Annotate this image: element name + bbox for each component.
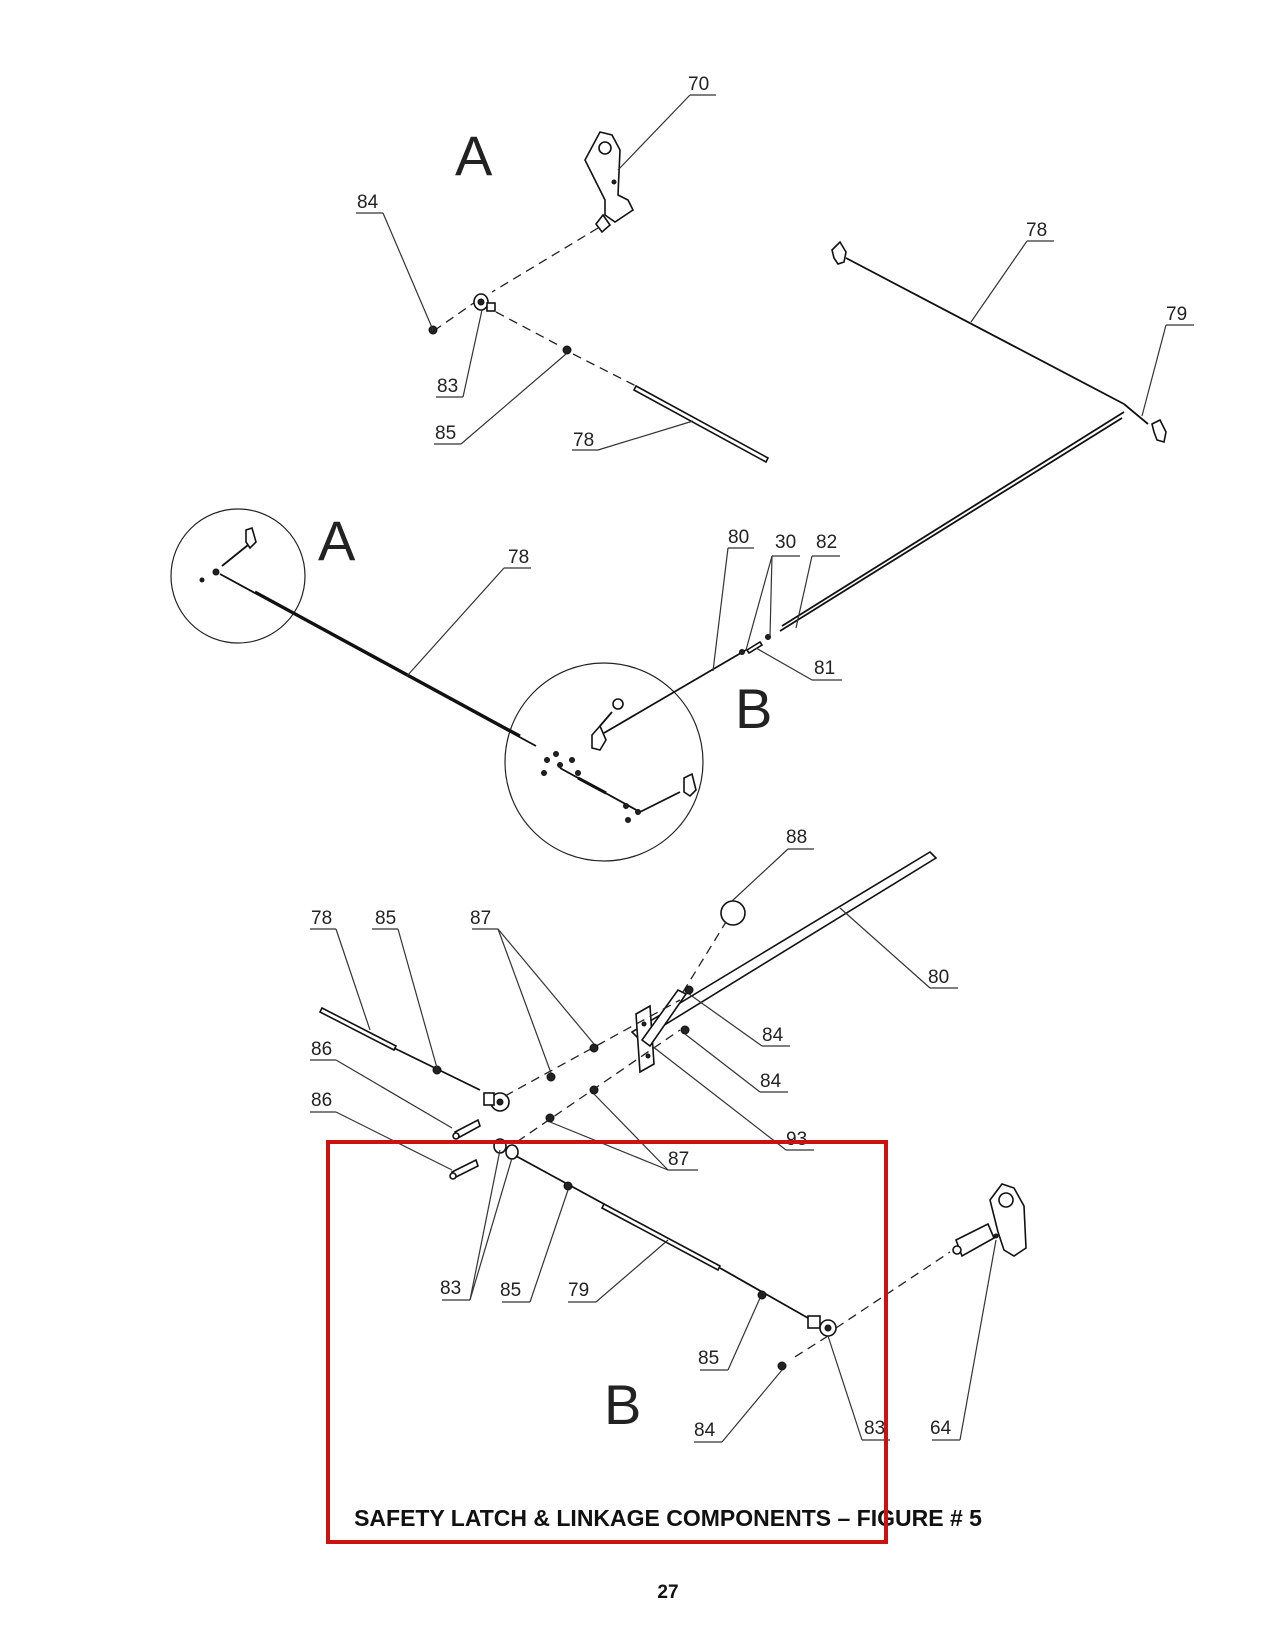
callout-86-b: 86 xyxy=(311,1090,332,1111)
callout-84-bottom-c: 84 xyxy=(694,1420,716,1441)
callout-84-bottom-b: 84 xyxy=(760,1071,782,1092)
bar-80 xyxy=(630,850,938,1042)
callout-87-bottom: 87 xyxy=(668,1149,689,1170)
rod-end-83-top xyxy=(473,293,496,312)
callout-84-bottom-a: 84 xyxy=(762,1025,784,1046)
ball-88 xyxy=(720,900,746,926)
callout-30-mid: 30 xyxy=(775,532,796,553)
part-70-bracket xyxy=(584,131,635,234)
callout-85-bottom-b: 85 xyxy=(500,1280,521,1301)
callout-80-bottom: 80 xyxy=(928,967,949,988)
callout-87-top: 87 xyxy=(470,908,491,929)
detail-a-assembly: A 70 84 83 85 78 xyxy=(356,74,770,464)
detail-circle-a xyxy=(170,508,306,644)
callout-82-mid: 82 xyxy=(816,532,837,553)
detail-label-b-mid: B xyxy=(735,677,772,740)
callout-78-right: 78 xyxy=(1026,220,1047,241)
middle-assembly: A B 78 80 xyxy=(170,508,842,862)
callout-78-bottom: 78 xyxy=(311,908,332,929)
callout-78-top: 78 xyxy=(573,430,594,451)
callout-85-top: 85 xyxy=(435,423,456,444)
callout-88: 88 xyxy=(786,827,807,848)
callout-78-mid: 78 xyxy=(508,547,529,568)
highlight-box xyxy=(326,1140,888,1544)
callout-70: 70 xyxy=(688,74,709,95)
figure-caption: SAFETY LATCH & LINKAGE COMPONENTS – FIGU… xyxy=(354,1505,982,1531)
nut-85-top xyxy=(562,345,572,355)
callout-83-bottom-b: 83 xyxy=(864,1418,885,1439)
callout-79-right: 79 xyxy=(1166,304,1187,325)
callout-85-bottom-a: 85 xyxy=(375,908,396,929)
callout-83-bottom-a: 83 xyxy=(440,1278,461,1299)
rod-78-top xyxy=(632,384,770,464)
detail-label-b-bottom: B xyxy=(604,1373,641,1436)
callout-81-mid: 81 xyxy=(814,658,835,679)
upper-rod-assembly: 78 79 xyxy=(779,220,1194,632)
detail-b-assembly: 88 78 85 87 80 86 84 84 86 93 87 83 85 7… xyxy=(310,827,1027,1443)
callout-85-bottom-c: 85 xyxy=(698,1348,719,1369)
callout-84-top: 84 xyxy=(357,192,379,213)
callout-79-bottom: 79 xyxy=(568,1280,589,1301)
callout-93: 93 xyxy=(786,1129,807,1150)
page-number: 27 xyxy=(657,1582,678,1603)
part-64-bracket xyxy=(952,1183,1027,1258)
detail-label-a-top: A xyxy=(455,124,493,187)
callout-80-mid: 80 xyxy=(728,527,749,548)
detail-circle-b xyxy=(504,662,704,862)
detail-label-a-mid: A xyxy=(318,509,356,572)
callout-64: 64 xyxy=(930,1418,952,1439)
callout-83-top: 83 xyxy=(437,376,458,397)
callout-86-a: 86 xyxy=(311,1039,332,1060)
